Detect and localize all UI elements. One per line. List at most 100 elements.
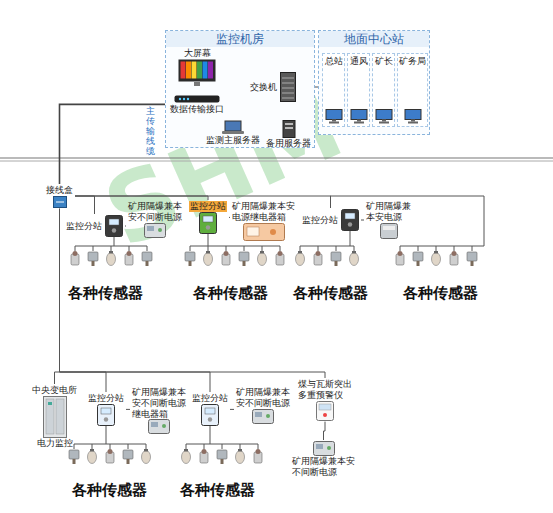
device-graphic (280, 72, 296, 102)
sensor-cap (434, 251, 438, 254)
cable-connector (60, 209, 326, 378)
sensor-icon (69, 450, 79, 464)
device-graphic (148, 419, 170, 434)
node-text: 煤与瓦斯突出多重预警仪 (298, 379, 352, 401)
sensor-icon (450, 251, 458, 265)
sensor-body (142, 252, 152, 261)
device-graphic (375, 109, 393, 124)
sensor-drop (128, 444, 129, 449)
sensor-body (296, 253, 305, 266)
sensor-drop (318, 246, 319, 251)
sensor-cap (144, 449, 148, 452)
sensor-bus (300, 246, 354, 247)
backup-server: 备用服务器 (264, 119, 313, 150)
sensor-body (107, 253, 116, 266)
sensor-icon (185, 252, 195, 266)
node-text: 大屏幕 (184, 48, 211, 59)
sensor-feeder (350, 231, 351, 246)
sensor-body (88, 451, 97, 464)
node-text: 总站 (325, 56, 343, 67)
sensor-icon (314, 251, 322, 265)
device-icon (316, 401, 334, 421)
sensor-drop (418, 246, 419, 251)
sensor-drop (400, 246, 401, 251)
sensor-head (73, 251, 78, 256)
sensor-body (413, 252, 423, 261)
sensor-icon (106, 449, 114, 463)
sensor-feeder (208, 234, 209, 246)
sensor-head (278, 251, 283, 256)
node-text: 交换机 (250, 82, 277, 93)
device-icon (144, 223, 166, 238)
sensor-feeder (210, 426, 211, 444)
sensor-head (127, 251, 132, 256)
sensor-drop (111, 246, 112, 251)
sensor-icon (467, 252, 477, 266)
zone-title: 监控机房 (166, 31, 314, 47)
cable-connector (60, 209, 211, 392)
sensor-body (123, 450, 133, 459)
sensor-drop (74, 444, 75, 449)
device-graphic (97, 404, 115, 426)
sensor-bus (400, 246, 484, 247)
node-text: 矿用隔爆兼本安电源继电器箱 (232, 201, 295, 223)
sensor-probe (243, 261, 246, 266)
substation: 监控分站 (86, 392, 126, 427)
node-text: 电力监控 (37, 438, 73, 449)
sensor-icon (217, 450, 227, 464)
substation: 监控分站 (300, 208, 361, 232)
power-unit: 矿用隔爆兼本安电源 (364, 200, 413, 240)
device-icon (148, 419, 170, 434)
sensor-icon (200, 449, 208, 463)
sensor-drop (208, 246, 209, 251)
sensor-drop (226, 246, 227, 251)
sensor-icon (432, 251, 441, 266)
ups-unit: 矿用隔爆兼本安不间断电源 (290, 440, 357, 479)
surface-center-zone: 地面中心站总站通风矿长矿务局 (318, 30, 430, 135)
device-icon (199, 212, 217, 234)
sensor-drop (258, 444, 259, 449)
sensor-probe (417, 261, 420, 266)
sensor-icon (331, 252, 341, 266)
sensor-icon (254, 449, 262, 463)
device-icon (178, 59, 216, 86)
sensor-icon (258, 251, 267, 266)
cable-connector (324, 422, 326, 440)
relay-box: 矿用隔爆兼本安不间断电源继电器箱 (130, 386, 188, 435)
sensor-cap (298, 251, 302, 254)
sensor-body (217, 450, 227, 459)
device-graphic (201, 404, 219, 426)
ground-line (0, 161, 553, 162)
sensor-icon (296, 251, 305, 266)
sensor-drop (186, 444, 187, 449)
sensor-probe (471, 261, 474, 266)
device-graphic (380, 223, 398, 239)
node-text: 中央变电所 (32, 385, 77, 396)
cable-connector (75, 196, 95, 214)
sensor-probe (146, 261, 149, 266)
sensor-icon (236, 449, 245, 464)
device-icon (243, 223, 285, 241)
sensor-drop (146, 444, 147, 449)
device-graphic (350, 109, 368, 124)
sensor-probe (221, 459, 224, 464)
cable-connector (229, 217, 230, 218)
node-text: 监控分站 (66, 221, 102, 232)
sensor-body (467, 252, 477, 261)
sensor-feeder (114, 237, 115, 246)
sensor-icon (239, 252, 249, 266)
sensor-icon (396, 251, 404, 265)
substation: 监控分站 (64, 214, 125, 238)
device-graphic (313, 441, 335, 456)
ground-line (0, 157, 553, 158)
sensor-cap (184, 449, 188, 452)
sensor-icon (125, 251, 133, 265)
sensor-drop (75, 246, 76, 251)
device-icon (201, 404, 219, 426)
switch: 交换机 (248, 71, 298, 103)
sensor-icon (204, 251, 213, 266)
data-interface: 数据传输接口 (168, 93, 226, 116)
node-text: 矿用隔爆兼本安电源 (366, 201, 411, 223)
sensor-bus (190, 246, 280, 247)
sensor-group-label: 各种传感器 (180, 481, 255, 499)
